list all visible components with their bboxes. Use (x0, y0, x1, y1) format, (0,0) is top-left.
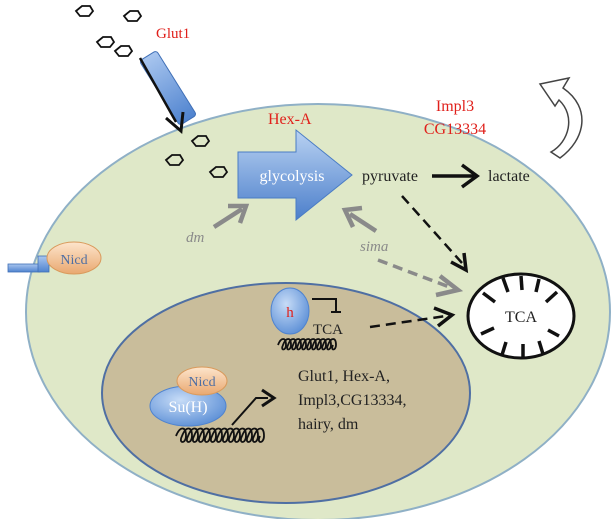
glucose-hexagon-icon (74, 5, 95, 17)
nuclear-tca-dashed-arrow (369, 306, 456, 329)
nicd-nucleus-label: Nicd (188, 375, 215, 390)
nicd-membrane-label: Nicd (60, 253, 87, 268)
target-genes-line-3: hairy, dm (298, 416, 359, 433)
h-label: h (286, 305, 294, 321)
lactate-label: lactate (488, 168, 530, 185)
hairy-protein (270, 287, 310, 335)
activation-arrowhead-icon (261, 388, 277, 408)
notch-receptor (7, 255, 50, 273)
glucose-hexagon-icon (113, 45, 134, 57)
target-gene-dna-coil (175, 427, 265, 443)
glucose-hexagon-icon (190, 135, 211, 147)
pyruvate-tca-dashed-arrow (401, 195, 469, 274)
impl3-label: Impl3 (436, 98, 474, 115)
glucose-inside-group (164, 135, 229, 178)
glucose-outside-group (74, 5, 143, 57)
activation-arrow (231, 397, 268, 426)
sima-tca-dashed-arrow (377, 258, 464, 298)
hairy-repression-mark (312, 298, 337, 312)
glycolysis-arrow (237, 128, 353, 222)
target-genes-line-1: Glut1, Hex-A, (298, 368, 390, 385)
mitochondrion-cristae (480, 275, 560, 358)
glut1-import-arrow (138, 57, 178, 123)
glut1-import-arrowhead-icon (165, 111, 185, 135)
hex-a-label: Hex-A (268, 111, 312, 128)
tca-gene-label: TCA (313, 322, 343, 338)
glucose-hexagon-icon (208, 166, 229, 178)
dm-label: dm (186, 230, 205, 246)
glut1-label: Glut1 (156, 26, 190, 42)
pyruvate-lactate-arrowhead-icon (460, 163, 480, 189)
su-h-label: Su(H) (168, 399, 207, 416)
sima-arrow (341, 205, 378, 233)
mitochondrion (466, 272, 576, 360)
glut1-transporter (140, 51, 196, 125)
nicd-nucleus-blob (176, 366, 228, 396)
nicd-membrane-blob (46, 241, 102, 275)
dm-arrow (212, 203, 250, 229)
lactate-export-arrow (538, 76, 583, 159)
cg13334-label: CG13334 (424, 121, 486, 138)
tca-mito-label: TCA (505, 309, 537, 326)
glucose-hexagon-icon (122, 10, 143, 22)
pyruvate-label: pyruvate (362, 168, 418, 185)
nucleus (101, 282, 471, 504)
tca-gene-dna-coil (277, 338, 337, 351)
glucose-hexagon-icon (95, 36, 116, 48)
glucose-hexagon-icon (164, 154, 185, 166)
glycolysis-label: glycolysis (260, 168, 325, 185)
target-genes-line-2: Impl3,CG13334, (298, 392, 406, 409)
sima-label: sima (360, 239, 388, 255)
